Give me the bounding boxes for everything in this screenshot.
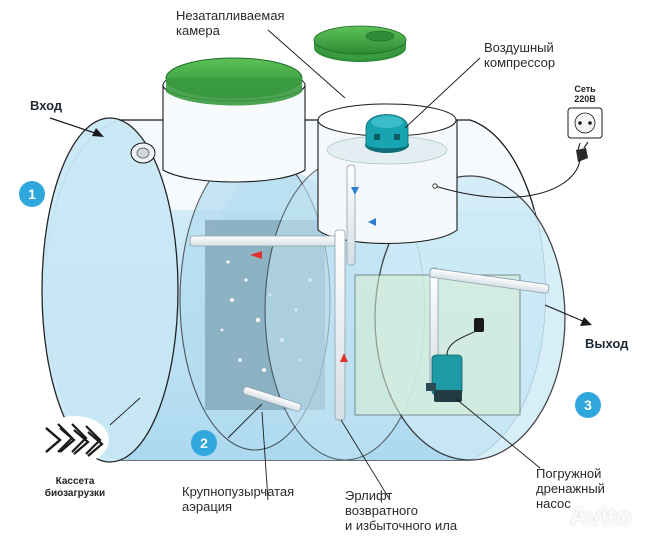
badge-2: 2: [191, 430, 217, 456]
green-lid-2: [313, 25, 407, 62]
piping: [189, 164, 550, 421]
coarse-aeration-label: Крупнопузырчатая аэрация: [182, 484, 295, 514]
power-plug-icon: [576, 141, 589, 162]
compressor-icon: [365, 114, 409, 153]
airlift-pipe: [334, 229, 346, 421]
biocassette-icon: [41, 416, 109, 464]
leader-lines: [109, 29, 541, 501]
inlet-arrow-icon: [49, 117, 104, 137]
access-neck-1: [162, 57, 306, 183]
recirculation-pipe: [189, 235, 341, 247]
air-supply-pipe: [346, 164, 356, 266]
airlift-label: Эрлифт возвратного и избыточного ила: [345, 488, 458, 533]
biocassette-label: Кассета биозагрузки: [44, 476, 106, 499]
aeration-pipe: [242, 386, 302, 412]
drainage-pump-label: Погружной дренажный насос: [536, 466, 605, 511]
non-flooded-chamber-label: Незатапливаемая камера: [176, 8, 285, 38]
inlet-label: Вход: [30, 98, 63, 113]
air-flow-arrows: [351, 187, 376, 226]
submersible-pump-icon: [426, 318, 484, 402]
badge-1: 1: [19, 181, 45, 207]
mains-label: Сеть 220В: [574, 84, 596, 104]
flow-arrows: [250, 251, 348, 362]
power-socket-icon: [567, 107, 603, 139]
power-cable: [434, 159, 581, 198]
compressor-compartment: [317, 103, 458, 244]
outlet-label: Выход: [585, 336, 629, 351]
outlet-arrow-icon: [544, 304, 592, 326]
badge-3: 3: [575, 392, 601, 418]
air-compressor-label: Воздушный компрессор: [484, 40, 556, 70]
outlet-pipe: [429, 268, 550, 294]
watermark-logo: Avito: [569, 501, 631, 531]
